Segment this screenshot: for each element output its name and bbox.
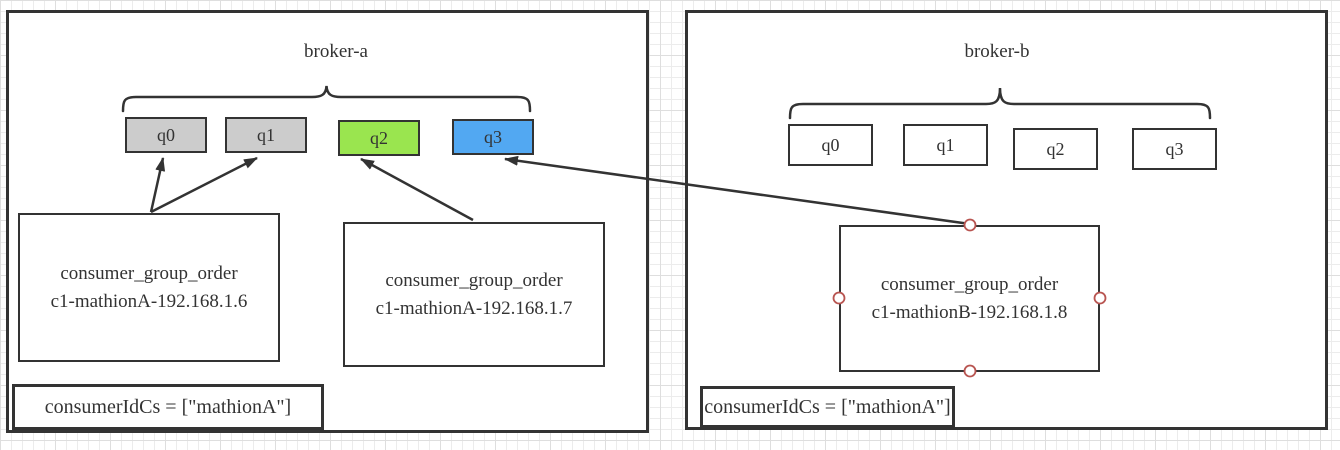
queue-label: q2	[370, 127, 388, 148]
broker-a-queue-q1[interactable]: q1	[225, 117, 307, 153]
queue-label: q3	[484, 126, 502, 147]
broker-b-consumer-ids-label[interactable]: consumerIdCs = ["mathionA"]	[700, 386, 955, 428]
consumer-ids-text: consumerIdCs = ["mathionA"]	[44, 395, 292, 418]
broker-a-queue-q0[interactable]: q0	[125, 117, 207, 153]
broker-a-queue-q2[interactable]: q2	[338, 120, 420, 156]
broker-b-queue-q1[interactable]: q1	[903, 124, 988, 166]
consumer-group-name: consumer_group_order	[385, 269, 563, 291]
consumer-instance-id: c1-mathionA-192.168.1.6	[50, 290, 248, 312]
broker-a-consumer-ids-label[interactable]: consumerIdCs = ["mathionA"]	[12, 384, 324, 430]
broker-a-title: broker-a	[304, 41, 368, 62]
broker-b-queue-q2[interactable]: q2	[1013, 128, 1098, 170]
broker-b-queue-q0[interactable]: q0	[788, 124, 873, 166]
consumer-instance-id: c1-mathionB-192.168.1.8	[871, 301, 1068, 323]
consumer-group-name: consumer_group_order	[60, 262, 238, 284]
broker-b-panel[interactable]: broker-b q0 q1 q2 q3 consumer_group_orde…	[685, 10, 1328, 430]
consumer-group-name: consumer_group_order	[880, 273, 1059, 295]
queue-label: q2	[1046, 138, 1065, 159]
broker-a-panel[interactable]: broker-a q0 q1 q2 q3 consumer_group_orde…	[6, 10, 649, 433]
broker-b-queue-q3[interactable]: q3	[1132, 128, 1217, 170]
queue-label: q3	[1165, 138, 1184, 159]
broker-b-title: broker-b	[964, 41, 1030, 62]
consumer-instance-id: c1-mathionA-192.168.1.7	[375, 297, 573, 319]
consumer-group-box-3[interactable]: consumer_group_order c1-mathionB-192.168…	[839, 225, 1100, 372]
queue-label: q1	[936, 134, 955, 155]
queue-label: q0	[821, 134, 840, 155]
queue-label: q0	[157, 124, 175, 145]
consumer-group-box-2[interactable]: consumer_group_order c1-mathionA-192.168…	[343, 222, 605, 367]
consumer-ids-text: consumerIdCs = ["mathionA"]	[704, 395, 951, 418]
broker-a-queue-q3[interactable]: q3	[452, 119, 534, 155]
queue-label: q1	[257, 124, 275, 145]
consumer-group-box-1[interactable]: consumer_group_order c1-mathionA-192.168…	[18, 213, 280, 362]
